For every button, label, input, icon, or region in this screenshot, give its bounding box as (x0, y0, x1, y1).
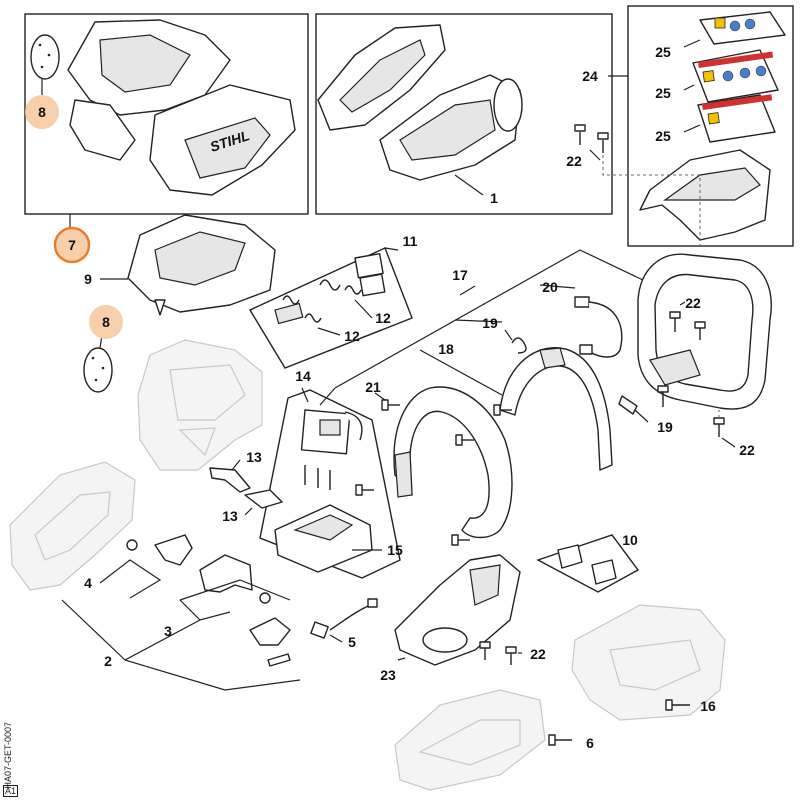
pads-box-10 (536, 534, 640, 593)
screws-21 (355, 392, 512, 546)
part-label-13: 13 (222, 508, 238, 524)
part-label-6: 6 (586, 735, 594, 751)
guard-23 (394, 554, 521, 666)
part-label-20: 20 (542, 279, 558, 295)
sensor-5 (310, 598, 378, 643)
part-label-22: 22 (566, 153, 582, 169)
part-label-4: 4 (84, 575, 92, 591)
part-label-21: 21 (365, 379, 381, 395)
part-label-1: 1 (490, 190, 498, 206)
part-label-23: 23 (380, 667, 396, 683)
cover-9 (100, 214, 276, 316)
part-label-18: 18 (438, 341, 454, 357)
screws-22-right (657, 385, 736, 448)
warning-decals-25 (683, 11, 786, 143)
rear-loop-handle (637, 253, 772, 410)
part-label-22: 22 (530, 646, 546, 662)
assembly-box-7 (24, 13, 309, 215)
cable-20 (574, 296, 623, 358)
screws-22-top (574, 124, 701, 250)
screws-22-bottom (479, 641, 522, 665)
label-sticker-8 (30, 34, 60, 95)
ghost-housing-left (137, 339, 263, 471)
handle-cover (639, 149, 771, 241)
switch-13b (244, 489, 283, 516)
loop-handle-21 (393, 386, 513, 539)
switch-13a (209, 459, 251, 493)
assembly-box-24 (627, 5, 794, 247)
part-label-16: 16 (700, 698, 716, 714)
ghost-housing-lower-left (9, 461, 136, 591)
lever-2 (61, 599, 301, 691)
part-label-25: 25 (655, 128, 671, 144)
leader-lines-17-18 (319, 249, 669, 406)
screw-16 (665, 699, 690, 711)
part-label-5: 5 (348, 634, 356, 650)
part-label-12: 12 (375, 310, 391, 326)
part-label-2: 2 (104, 653, 112, 669)
part-label-7: 7 (68, 237, 76, 253)
clip-19a (504, 329, 527, 354)
corner-mark: A1 (3, 785, 19, 797)
ghost-housing-lower-right (571, 604, 726, 721)
housing-shell-upper: STIHL (67, 19, 296, 196)
part-label-17: 17 (452, 267, 468, 283)
part-label-14: 14 (295, 368, 311, 384)
part-label-25: 25 (655, 44, 671, 60)
label-sticker-8b (83, 334, 113, 393)
clip-19b (618, 395, 649, 423)
trigger-4 (99, 534, 193, 599)
part-label-3: 3 (164, 623, 172, 639)
part-label-25: 25 (655, 85, 671, 101)
part-label-11: 11 (403, 233, 418, 249)
front-handle-18 (499, 347, 613, 471)
highlight-callout-7: 7 (53, 226, 91, 264)
screw-6 (548, 734, 572, 746)
part-label-12: 12 (344, 328, 360, 344)
part-label-9: 9 (84, 271, 92, 287)
ghost-housing-bottom (394, 689, 546, 791)
springs-box-11 (248, 247, 413, 369)
part-label-8: 8 (102, 314, 110, 330)
part-label-22: 22 (739, 442, 755, 458)
part-label-19: 19 (657, 419, 673, 435)
part-label-8: 8 (38, 104, 46, 120)
electronics-box-14 (259, 387, 401, 579)
trigger-3 (179, 554, 291, 621)
assembly-box-1 (315, 13, 613, 215)
part-label-15: 15 (387, 542, 403, 558)
highlight-callout-8b: 8 (89, 305, 123, 339)
highlight-callout-8a: 8 (25, 95, 59, 129)
part-label-19: 19 (482, 315, 498, 331)
drawing-code: HA07-GET-0007 (3, 722, 13, 789)
part-label-10: 10 (622, 532, 638, 548)
part-label-22: 22 (685, 295, 701, 311)
handle-housing-1 (317, 24, 523, 196)
part-label-13: 13 (246, 449, 262, 465)
part-label-24: 24 (582, 68, 598, 84)
